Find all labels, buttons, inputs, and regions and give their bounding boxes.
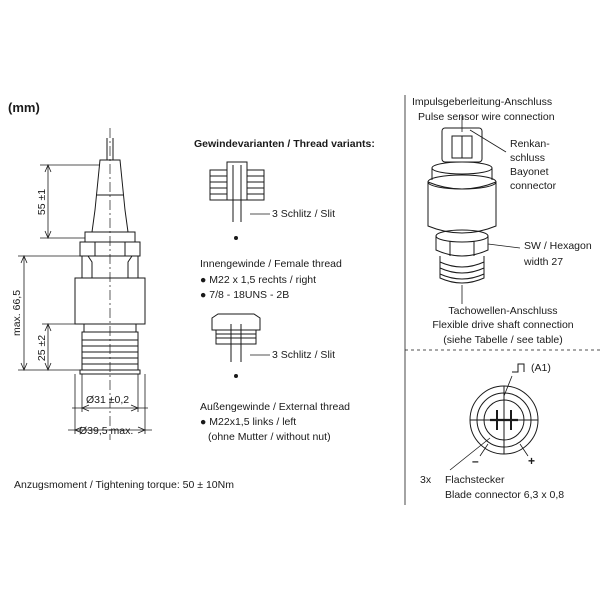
female-thread-section (209, 161, 270, 240)
dim-inner-diameter: Ø31 ±0,2 (86, 394, 130, 406)
dimension-lines (18, 163, 152, 434)
side-view-sensor (74, 128, 146, 440)
thread-variants-title: Gewindevarianten / Thread variants: (194, 138, 375, 150)
hex-label-1: SW / Hexagon (524, 240, 592, 252)
bayonet-label-4: connector (510, 180, 557, 192)
female-slot-label: 3 Schlitz / Slit (272, 208, 336, 220)
drive-label-de: Tachowellen-Anschluss (448, 305, 558, 317)
external-thread-heading: Außengewinde / External thread (200, 401, 351, 413)
female-thread-heading: Innengewinde / Female thread (200, 258, 342, 270)
blade-name: Flachstecker (445, 474, 505, 486)
dim-upper-height: 55 ±1 (36, 188, 48, 216)
female-thread-item: ● 7/8 - 18UNS - 2B (200, 289, 290, 301)
minus-label: – (472, 454, 479, 468)
female-thread-item: ● M22 x 1,5 rechts / right (200, 274, 317, 286)
torque-label: Anzugsmoment / Tightening torque: 50 ± 1… (14, 479, 234, 491)
pulse-label-en: Pulse sensor wire connection (418, 111, 555, 123)
drive-label-en: Flexible drive shaft connection (432, 319, 574, 331)
signal-label: (A1) (531, 362, 551, 374)
blade-count: 3x (420, 474, 432, 486)
isometric-view-sensor (427, 116, 521, 304)
external-slot-label: 3 Schlitz / Slit (272, 349, 336, 361)
plus-label: + (528, 454, 536, 468)
drive-label-note: (siehe Tabelle / see table) (443, 334, 563, 346)
external-thread-item: ● M22x1,5 links / left (200, 416, 297, 428)
external-thread-note: (ohne Mutter / without nut) (208, 431, 331, 443)
hex-label-2: width 27 (524, 256, 564, 268)
external-thread-section (211, 313, 270, 378)
dim-outer-diameter: Ø39,5 max. (79, 425, 134, 437)
pulse-label-de: Impulsgeberleitung-Anschluss (412, 96, 553, 108)
connector-plan-view (449, 363, 539, 471)
dim-thread-height: 25 ±2 (36, 334, 48, 362)
blade-spec: Blade connector 6,3 x 0,8 (445, 489, 565, 501)
bayonet-label-1: Renkan- (510, 138, 550, 150)
bayonet-label-2: schluss (510, 152, 546, 164)
bayonet-label-3: Bayonet (510, 166, 549, 178)
unit-label: (mm) (8, 100, 40, 115)
dim-total-height: max. 66,5 (11, 289, 23, 337)
